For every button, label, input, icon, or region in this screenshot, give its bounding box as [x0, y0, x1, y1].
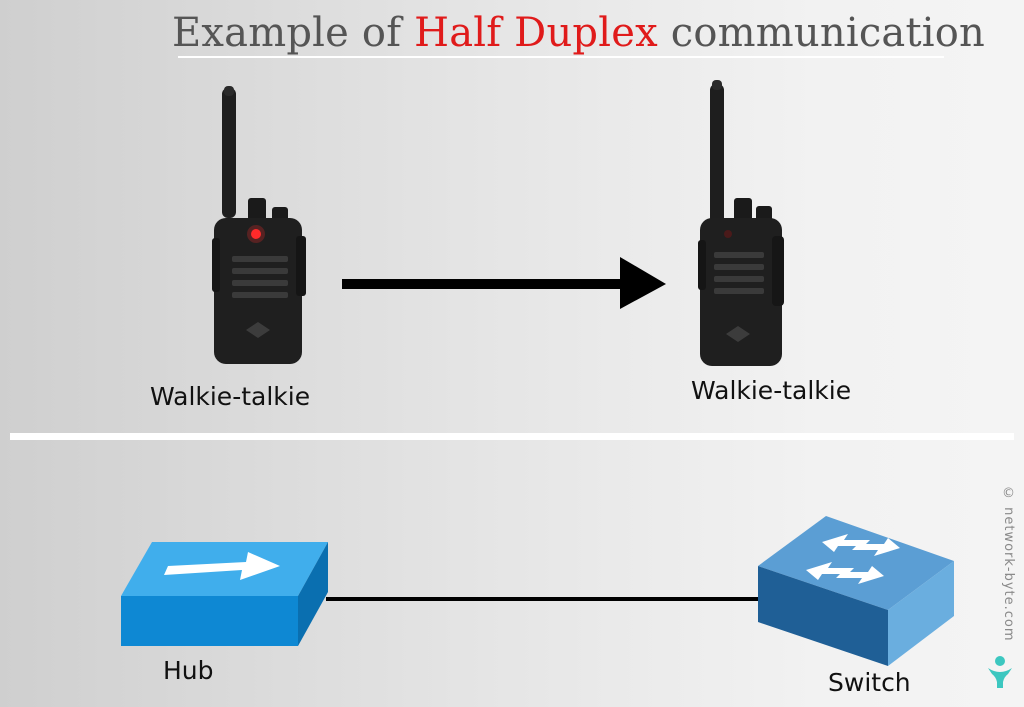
- walkie-talkie-left-label: Walkie-talkie: [150, 382, 311, 411]
- switch-label: Switch: [828, 668, 911, 697]
- section-divider: [10, 433, 1014, 440]
- title-highlight: Half Duplex: [414, 10, 658, 56]
- transmission-arrow-icon: [342, 257, 666, 309]
- walkie-talkie-right-label: Walkie-talkie: [691, 376, 852, 405]
- watermark: © network-byte.com: [1001, 486, 1016, 642]
- title-suffix: communication: [657, 10, 985, 56]
- network-byte-logo-icon: [988, 656, 1012, 688]
- walkie-talkie-left-icon: [212, 86, 306, 364]
- hub-label: Hub: [163, 656, 214, 685]
- diagram-title: Example of Half Duplex communication: [172, 6, 985, 60]
- title-underline: [178, 56, 944, 58]
- title-prefix: Example of: [172, 10, 415, 56]
- switch-icon: [758, 516, 954, 666]
- hub-icon: [121, 542, 328, 646]
- walkie-talkie-right-icon: [698, 80, 784, 366]
